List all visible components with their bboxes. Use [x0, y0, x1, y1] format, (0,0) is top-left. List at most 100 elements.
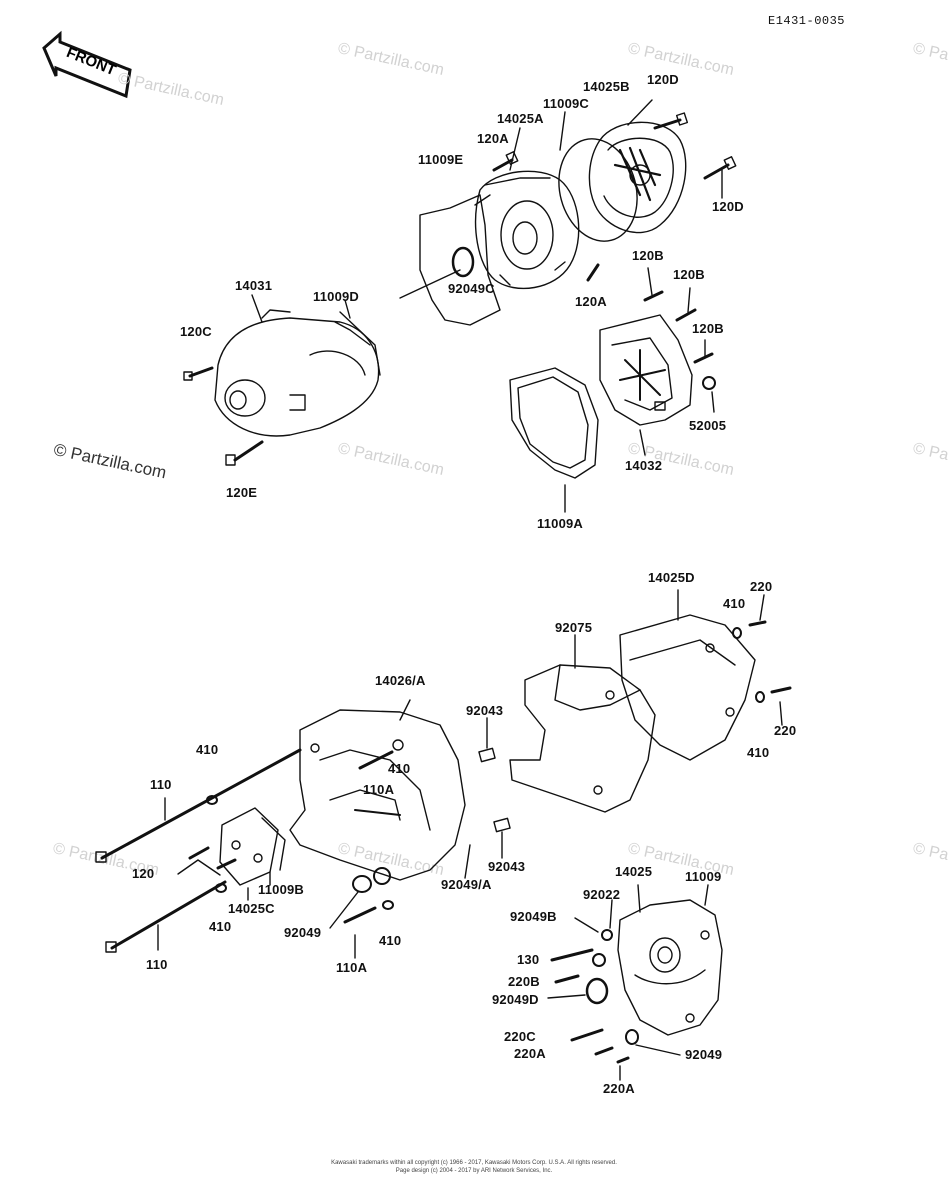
- part-label-92049[interactable]: 92049: [685, 1047, 723, 1062]
- part-label-220a[interactable]: 220A: [514, 1046, 546, 1061]
- part-label-14032[interactable]: 14032: [625, 458, 663, 473]
- gasket-11009a: [509, 367, 599, 479]
- part-label-52005[interactable]: 52005: [689, 418, 727, 433]
- part-label-220a[interactable]: 220A: [603, 1081, 635, 1096]
- bolt-120a-top: [492, 151, 519, 172]
- oring-11009c: [558, 138, 638, 242]
- part-label-11009c[interactable]: 11009C: [543, 96, 590, 111]
- gasket-11009e: [419, 194, 501, 326]
- cover-14025: [617, 899, 723, 1036]
- part-label-11009e[interactable]: 11009E: [418, 152, 464, 167]
- part-label-120a[interactable]: 120A: [575, 294, 607, 309]
- part-label-130[interactable]: 130: [517, 952, 540, 967]
- part-label-220b[interactable]: 220B: [508, 974, 540, 989]
- part-label-410[interactable]: 410: [196, 742, 219, 757]
- part-label-110a[interactable]: 110A: [363, 782, 395, 797]
- bolt-120b-c: [693, 352, 714, 364]
- part-label-92049b[interactable]: 92049B: [510, 909, 557, 924]
- part-label-220[interactable]: 220: [750, 579, 773, 594]
- bolt-120a-mid: [586, 263, 600, 282]
- bolt-120b-a: [643, 290, 664, 302]
- bolt-220c: [570, 1028, 604, 1042]
- gasket-11009b: [261, 817, 286, 871]
- part-label-11009[interactable]: 11009: [685, 869, 722, 884]
- part-label-410[interactable]: 410: [209, 919, 232, 934]
- part-label-14031[interactable]: 14031: [235, 278, 273, 293]
- bolt-110-top: [95, 748, 302, 863]
- seal-92049d: [585, 977, 609, 1005]
- bolt-110-bottom: [105, 880, 227, 953]
- washer-410-a: [206, 795, 218, 805]
- bolt-120d-right: [703, 156, 737, 180]
- part-label-120c[interactable]: 120C: [180, 324, 212, 339]
- part-label-410[interactable]: 410: [388, 761, 411, 776]
- seal-92049: [352, 875, 372, 893]
- washer-410-e: [755, 691, 765, 703]
- leader-line: [177, 859, 221, 876]
- part-label-220c[interactable]: 220C: [504, 1029, 536, 1044]
- part-label-14025b[interactable]: 14025B: [583, 79, 630, 94]
- washer-410-d: [732, 627, 742, 639]
- part-label-120[interactable]: 120: [132, 866, 155, 881]
- part-label-220[interactable]: 220: [774, 723, 797, 738]
- case-14026a: [289, 709, 466, 881]
- part-label-120a[interactable]: 120A: [477, 131, 509, 146]
- cover-14025d: [619, 614, 756, 761]
- bolt-220b: [554, 974, 580, 984]
- bolt-130: [550, 948, 594, 962]
- bolt-120d-top: [653, 112, 689, 130]
- spring-92022: [601, 929, 613, 941]
- bolt-120c: [183, 366, 214, 381]
- leader-line: [399, 269, 461, 299]
- bolt-120b-b: [675, 308, 697, 322]
- part-label-120b[interactable]: 120B: [673, 267, 705, 282]
- part-label-110[interactable]: 110: [150, 777, 172, 792]
- cover-14032: [599, 314, 693, 426]
- part-label-120e[interactable]: 120E: [226, 485, 258, 500]
- bolt-110a-a: [358, 750, 394, 770]
- seal-52005: [702, 376, 716, 390]
- cover-14031: [214, 309, 380, 437]
- part-label-92043[interactable]: 92043: [488, 859, 526, 874]
- seal-92049-b: [625, 1029, 639, 1045]
- bolt-120e: [225, 440, 264, 466]
- part-label-110a[interactable]: 110A: [336, 960, 368, 975]
- part-label-410[interactable]: 410: [723, 596, 746, 611]
- page-design-line: Page design (c) 2004 - 2017 by ARI Netwo…: [395, 1168, 553, 1174]
- part-label-410[interactable]: 410: [379, 933, 402, 948]
- part-label-14025d[interactable]: 14025D: [648, 570, 695, 585]
- bolt-110a-b: [343, 906, 377, 924]
- cover-14025b: [588, 121, 687, 234]
- part-label-410[interactable]: 410: [747, 745, 770, 760]
- part-label-11009b[interactable]: 11009B: [258, 882, 305, 897]
- seal-92049c: [451, 246, 475, 278]
- part-label-11009d[interactable]: 11009D: [313, 289, 360, 304]
- part-label-92049[interactable]: 92049: [284, 925, 322, 940]
- part-label-120b[interactable]: 120B: [692, 321, 724, 336]
- bolt-220a-a: [594, 1046, 614, 1056]
- part-label-92049a[interactable]: 92049/A: [441, 877, 492, 892]
- part-label-92075[interactable]: 92075: [555, 620, 593, 635]
- part-label-120d[interactable]: 120D: [647, 72, 679, 87]
- part-label-120d[interactable]: 120D: [712, 199, 744, 214]
- part-label-14025[interactable]: 14025: [615, 864, 653, 879]
- part-label-92049c[interactable]: 92049C: [448, 281, 495, 296]
- bolt-220a-b: [616, 1056, 630, 1064]
- part-label-11009a[interactable]: 11009A: [537, 516, 584, 531]
- part-label-14025c[interactable]: 14025C: [228, 901, 275, 916]
- part-label-120b[interactable]: 120B: [632, 248, 664, 263]
- cover-92075: [509, 664, 656, 813]
- part-label-14026a[interactable]: 14026/A: [375, 673, 426, 688]
- dowel-92043-top: [478, 747, 496, 763]
- part-label-14025a[interactable]: 14025A: [497, 111, 544, 126]
- gasket-11009d: [339, 311, 381, 376]
- part-label-92049d[interactable]: 92049D: [492, 992, 539, 1007]
- diagram-code: E1431-0035: [768, 14, 846, 28]
- washer-410-b: [215, 883, 227, 893]
- part-label-110[interactable]: 110: [146, 957, 168, 972]
- part-label-92022[interactable]: 92022: [583, 887, 621, 902]
- bolt-220-b: [770, 686, 792, 694]
- part-label-92043[interactable]: 92043: [466, 703, 504, 718]
